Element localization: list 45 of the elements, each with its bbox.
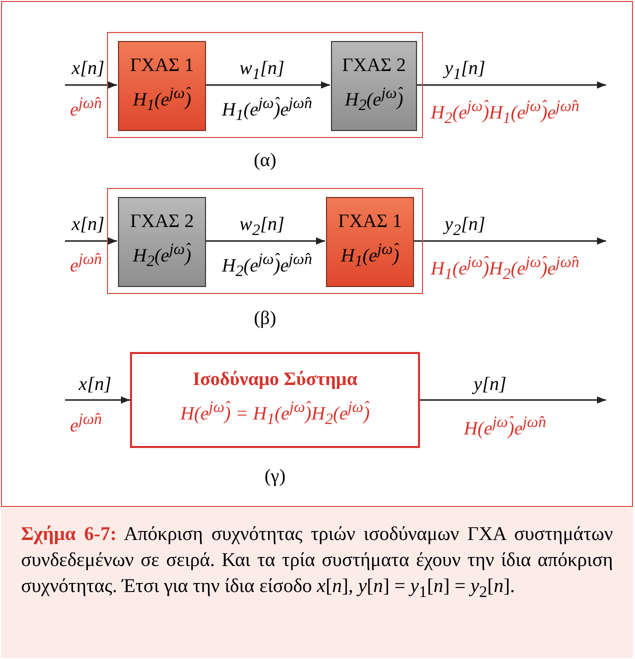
signal-label: x[n] <box>78 374 112 396</box>
signal-label: y$_{2}$[n] <box>444 214 486 241</box>
panel-label: (α) <box>254 150 276 172</box>
system-block <box>331 41 417 131</box>
group-outline <box>107 188 423 294</box>
arrow <box>65 237 117 245</box>
arrow <box>420 396 606 404</box>
signal-label: x[n] <box>72 58 104 80</box>
panel-label: (β) <box>254 308 276 330</box>
signal-label: H$_{2}$(e$^{jω̂}$)e$^{jω̂n}$ <box>222 250 312 282</box>
signal-label: w$_{2}$[n] <box>240 214 284 241</box>
panel-label: (γ) <box>264 466 286 488</box>
figure-caption: Σχήμα 6-7: Απόκριση συχνότητας τριών ισοδύναμων ΓΧΑ συστημάτων συνδεδεμένων σε σειρά. Και τα τρία συστήματα έχουν την ίδια απόκριση συχνότητας. Έτσι για την ίδια είσοδο x[n], y[n] = y$_{1}$[n] = y$_{2}$[n]. <box>1 508 633 658</box>
signal-label: H$_{1}$(e$^{jω̂}$)H$_{2}$(e$^{jω̂}$)e$^{jω̂n}$ <box>430 253 580 286</box>
group-outline <box>107 32 423 138</box>
system-block <box>118 197 206 287</box>
signal-label: e$^{jω̂n}$ <box>70 250 102 278</box>
arrow <box>416 81 606 89</box>
signal-label: w$_{1}$[n] <box>240 58 284 85</box>
system-block <box>130 352 420 448</box>
arrow <box>205 81 330 89</box>
block-title: ΓΧΑΣ 2 <box>130 210 194 233</box>
transfer-function: H(e$^{jω̂}$) = H$_{1}$(e$^{jω̂}$)H$_{2}$(e$^{jω̂}$) <box>180 398 370 430</box>
block-title: Ισοδύναμο Σύστημα <box>192 368 358 391</box>
system-block <box>326 197 414 287</box>
arrow <box>65 396 130 404</box>
signal-label: x[n] <box>72 214 104 236</box>
signal-label: H(e$^{jω̂}$)e$^{jω̂n}$ <box>464 413 546 440</box>
arrow <box>205 237 325 245</box>
signal-label: y$_{1}$[n] <box>444 58 486 85</box>
block-title: ΓΧΑΣ 1 <box>338 210 402 233</box>
block-title: ΓΧΑΣ 2 <box>342 54 406 77</box>
transfer-function: H$_{2}$(e$^{jω̂}$) <box>132 240 192 272</box>
signal-label: H$_{1}$(e$^{jω̂}$)e$^{jω̂n}$ <box>222 94 312 126</box>
arrow <box>65 81 117 89</box>
block-title: ΓΧΑΣ 1 <box>130 54 194 77</box>
arrow <box>413 237 606 245</box>
signal-label: e$^{jω̂n}$ <box>70 94 102 122</box>
transfer-function: H$_{1}$(e$^{jω̂}$) <box>340 240 400 272</box>
system-block <box>118 41 206 131</box>
transfer-function: H$_{1}$(e$^{jω̂}$) <box>132 84 192 116</box>
signal-label: y[n] <box>474 374 506 396</box>
signal-label: e$^{jω̂n}$ <box>70 410 102 438</box>
signal-label: H$_{2}$(e$^{jω̂}$)H$_{1}$(e$^{jω̂}$)e$^{jω̂n}$ <box>430 97 580 130</box>
transfer-function: H$_{2}$(e$^{jω̂}$) <box>344 84 404 116</box>
